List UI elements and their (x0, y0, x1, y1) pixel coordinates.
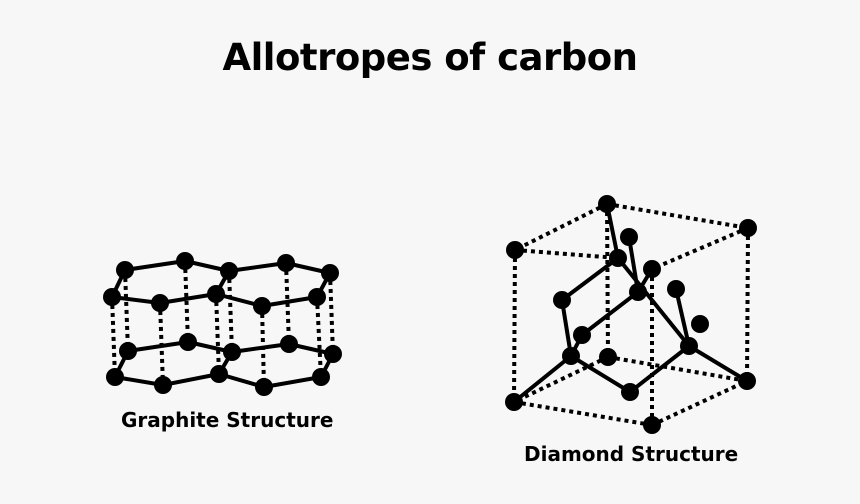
graphite-label: Graphite Structure (121, 408, 334, 432)
dotted-bond (605, 203, 610, 358)
dotted-bond (514, 202, 608, 252)
carbon-atom (598, 195, 616, 213)
solid-bond (569, 354, 632, 394)
diamond-structure (505, 195, 757, 434)
solid-bond (628, 344, 691, 394)
solid-bond (512, 354, 573, 404)
carbon-atom (643, 416, 661, 434)
carbon-atom (553, 291, 571, 309)
solid-bond (228, 261, 287, 273)
dotted-bond (513, 400, 653, 427)
solid-bond (124, 259, 186, 272)
solid-bond (261, 295, 318, 308)
graphite-structure (103, 252, 342, 396)
carbon-atom (506, 241, 524, 259)
carbon-atom (739, 219, 757, 237)
carbon-atom (562, 347, 580, 365)
carbon-atom (621, 383, 639, 401)
diamond-label: Diamond Structure (524, 442, 739, 466)
solid-bond (687, 344, 749, 383)
carbon-atom (324, 345, 342, 363)
carbon-atom (179, 333, 197, 351)
carbon-atom (253, 297, 271, 315)
carbon-atom (312, 368, 330, 386)
dotted-bond (123, 269, 130, 352)
carbon-atom (321, 264, 339, 282)
dotted-bond (328, 272, 335, 355)
carbon-atom (280, 335, 298, 353)
solid-bond (560, 299, 573, 357)
solid-bond (674, 288, 691, 347)
carbon-atom (103, 288, 121, 306)
solid-bond (231, 342, 290, 354)
dotted-bond (514, 248, 619, 260)
dotted-bond (315, 296, 323, 378)
solid-bond (162, 372, 220, 387)
carbon-atom (277, 254, 295, 272)
solid-bond (263, 375, 322, 389)
dotted-bond (651, 379, 748, 427)
solid-bond (605, 203, 620, 259)
carbon-atom (609, 249, 627, 267)
carbon-atom (599, 348, 617, 366)
carbon-atom (667, 280, 685, 298)
dotted-bond (512, 249, 517, 403)
carbon-atom (176, 252, 194, 270)
carbon-atom (643, 260, 661, 278)
carbon-atom (573, 326, 591, 344)
carbon-atom (207, 285, 225, 303)
carbon-atom (223, 343, 241, 361)
carbon-atom (116, 261, 134, 279)
dotted-bond (606, 202, 749, 230)
dotted-bond (513, 355, 609, 404)
carbon-atom (255, 378, 273, 396)
carbon-atom (680, 337, 698, 355)
dotted-bond (110, 296, 117, 378)
page-title: Allotropes of carbon (222, 36, 638, 79)
solid-bond (127, 340, 189, 353)
dotted-bond (745, 227, 750, 382)
solid-bond (159, 292, 217, 305)
carbon-atom (151, 294, 169, 312)
carbon-atom (106, 368, 124, 386)
carbon-atom (308, 288, 326, 306)
carbon-atom (691, 315, 709, 333)
dotted-bond (214, 293, 221, 375)
dotted-bond (227, 270, 234, 353)
carbon-atom (210, 365, 228, 383)
dotted-bond (651, 226, 749, 271)
carbon-atom (738, 372, 756, 390)
carbon-atom (154, 376, 172, 394)
solid-bond (580, 290, 640, 337)
solid-bond (616, 256, 691, 348)
dotted-bond (183, 260, 190, 343)
carbon-atom (505, 393, 523, 411)
solid-bond (560, 256, 620, 302)
carbon-atom (629, 283, 647, 301)
carbon-atom (220, 262, 238, 280)
carbon-atom (620, 228, 638, 246)
carbon-atom (119, 342, 137, 360)
